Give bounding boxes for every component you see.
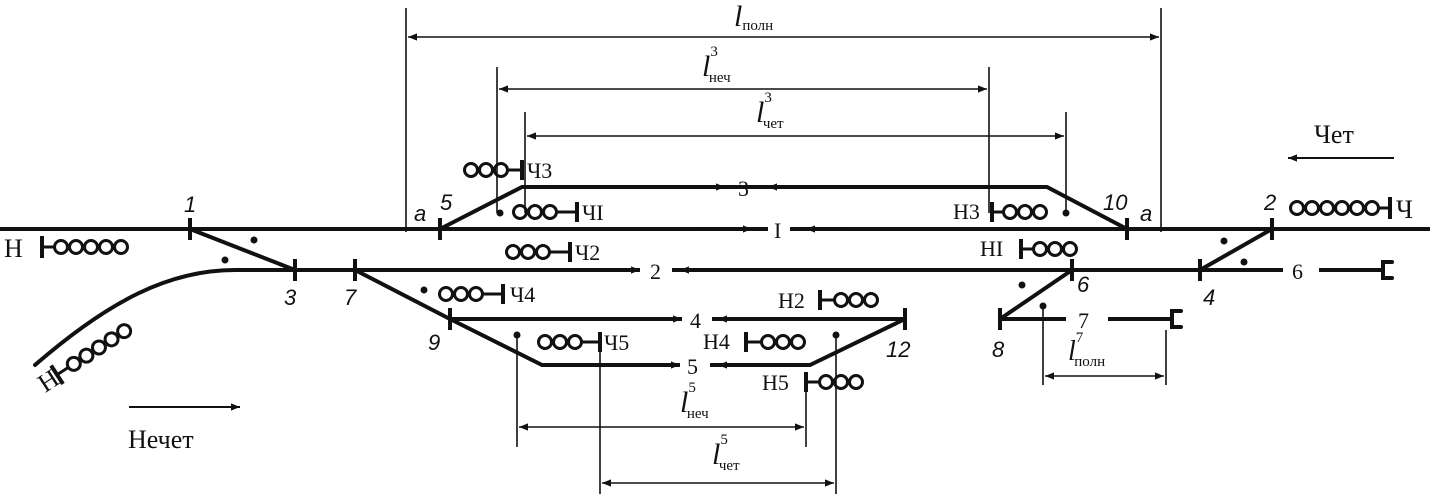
signal-Ch-label: Ч xyxy=(1396,195,1413,224)
track-7-label: 7 xyxy=(1078,308,1089,333)
signal-N3-label: Н3 xyxy=(953,199,980,224)
signal-Ch3-label: Ч3 xyxy=(527,158,552,183)
signal-N-branch: Н xyxy=(33,323,133,398)
signal-N5: Н5 xyxy=(762,370,864,395)
point-a-right: a xyxy=(1140,201,1152,226)
odd-direction-label: Нечет xyxy=(128,425,194,454)
signal-Ch3: Ч3 xyxy=(463,158,552,183)
dimension-lines xyxy=(405,8,1167,494)
point-8: 8 xyxy=(992,337,1005,362)
dot xyxy=(1220,237,1228,245)
track-labels: 3 I 2 4 5 6 7 xyxy=(598,176,1319,379)
label-gap xyxy=(680,353,710,377)
track-3-label: 3 xyxy=(738,176,749,201)
signals: Н Ч Н Ч3 ЧI xyxy=(4,158,1413,398)
branch-line xyxy=(33,268,297,367)
label-gap xyxy=(640,258,672,282)
signal-NI-label: НI xyxy=(980,236,1003,261)
signal-ChI: ЧI xyxy=(512,200,604,225)
signal-N: Н xyxy=(4,234,129,263)
signal-N4-label: Н4 xyxy=(703,329,730,354)
dot xyxy=(1240,258,1248,266)
track-5-label: 5 xyxy=(687,354,698,379)
point-12: 12 xyxy=(886,337,910,362)
point-2: 2 xyxy=(1263,190,1276,215)
signal-N3: Н3 xyxy=(953,199,1048,224)
dot xyxy=(420,286,428,294)
signal-N4: Н4 xyxy=(703,329,806,354)
signal-Ch2: Ч2 xyxy=(505,240,600,265)
point-4: 4 xyxy=(1203,285,1215,310)
point-1: 1 xyxy=(184,192,196,217)
crossover-4-2 xyxy=(1198,227,1274,272)
point-7: 7 xyxy=(344,285,357,310)
point-6: 6 xyxy=(1077,272,1090,297)
signal-Ch4: Ч4 xyxy=(438,282,535,307)
signal-Ch4-label: Ч4 xyxy=(510,282,535,307)
signal-NI: НI xyxy=(980,236,1078,261)
signal-Ch: Ч xyxy=(1289,195,1413,224)
track-4 xyxy=(353,268,907,321)
point-5: 5 xyxy=(440,190,453,215)
track-2-label: 2 xyxy=(650,259,661,284)
dead-end-track-7 xyxy=(1170,309,1183,329)
direction-indicators: Чет Нечет xyxy=(128,120,1394,454)
crossover-1-3 xyxy=(188,227,297,272)
label-gap xyxy=(1283,258,1319,282)
label-gap xyxy=(768,219,790,239)
track-6-label: 6 xyxy=(1292,259,1303,284)
point-numbers: 1 3 7 5 a 9 12 8 6 10 a 4 2 xyxy=(184,190,1276,362)
dead-end-track-6 xyxy=(1381,260,1394,280)
track-4-label: 4 xyxy=(690,308,701,333)
dot xyxy=(1018,281,1026,289)
track-I-label: I xyxy=(774,218,781,243)
point-10: 10 xyxy=(1103,190,1128,215)
signal-N2-label: Н2 xyxy=(778,288,805,313)
dot xyxy=(221,256,229,264)
label-gap xyxy=(1066,307,1108,331)
crossover-8-6 xyxy=(998,268,1074,321)
label-gap xyxy=(682,307,712,331)
signal-ChI-label: ЧI xyxy=(582,200,604,225)
point-a-left: a xyxy=(414,201,426,226)
signal-Ch5-label: Ч5 xyxy=(604,330,629,355)
joints xyxy=(188,218,1274,330)
dot xyxy=(250,236,258,244)
signal-Ch2-label: Ч2 xyxy=(575,240,600,265)
signal-N5-label: Н5 xyxy=(762,370,789,395)
signal-N-label: Н xyxy=(4,234,23,263)
label-l-poln: lполн xyxy=(734,0,773,34)
dot xyxy=(496,209,504,217)
even-direction-label: Чет xyxy=(1314,120,1354,149)
signal-Ch5: Ч5 xyxy=(537,330,629,355)
point-3: 3 xyxy=(284,285,297,310)
point-9: 9 xyxy=(428,330,440,355)
signal-N2: Н2 xyxy=(778,288,879,313)
